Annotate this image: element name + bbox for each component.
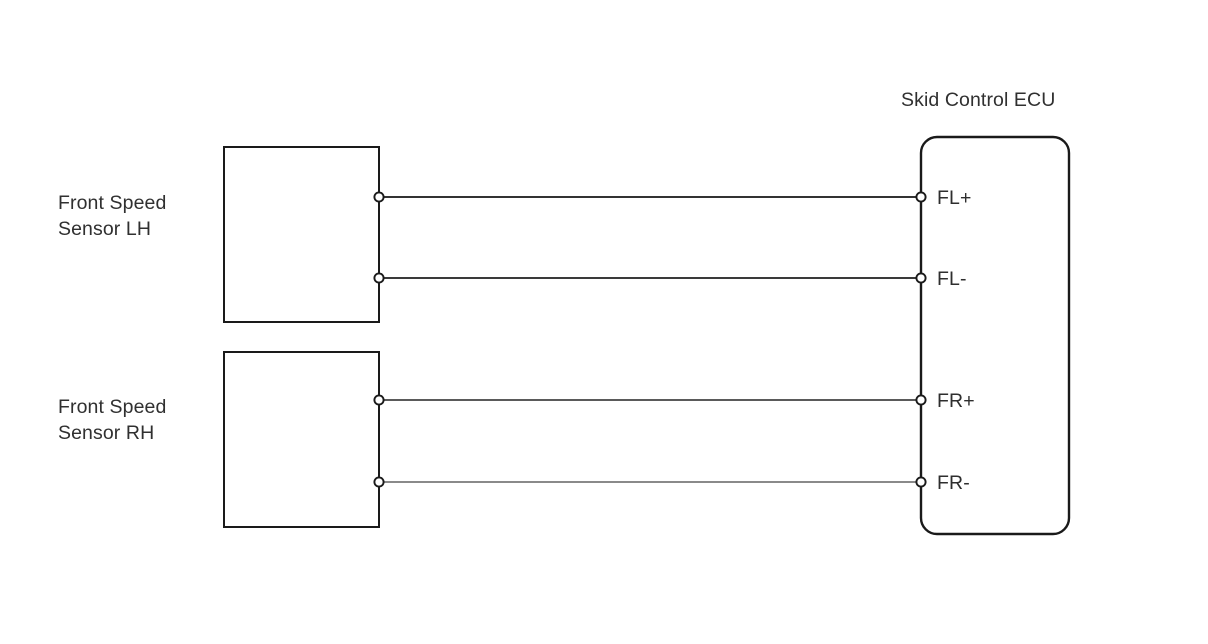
skid-control-ecu-box[interactable]: [919, 135, 1071, 536]
front-speed-sensor-rh-label-line1: Front Speed: [58, 396, 167, 418]
front-speed-sensor-rh-box[interactable]: [222, 350, 381, 529]
front-speed-sensor-lh-label-line1: Front Speed: [58, 192, 167, 214]
ecu-terminal-node-fl-minus[interactable]: [915, 272, 927, 284]
front-speed-sensor-rh-label-line2: Sensor RH: [58, 422, 155, 444]
rh-negative-terminal-node[interactable]: [373, 476, 385, 488]
rh-positive-terminal-node[interactable]: [373, 394, 385, 406]
front-speed-sensor-lh-label-line2: Sensor LH: [58, 218, 152, 240]
ecu-terminal-label-fr-plus: FR+: [937, 390, 975, 412]
ecu-terminal-node-fr-minus[interactable]: [915, 476, 927, 488]
lh-positive-terminal-node[interactable]: [373, 191, 385, 203]
skid-control-ecu-title: Skid Control ECU: [901, 89, 1056, 111]
front-speed-sensor-lh-box[interactable]: [222, 145, 381, 324]
lh-negative-terminal-node[interactable]: [373, 272, 385, 284]
ecu-terminal-label-fr-minus: FR-: [937, 472, 970, 494]
ecu-terminal-label-fl-minus: FL-: [937, 268, 967, 290]
ecu-terminal-node-fl-plus[interactable]: [915, 191, 927, 203]
ecu-terminal-node-fr-plus[interactable]: [915, 394, 927, 406]
ecu-terminal-label-fl-plus: FL+: [937, 187, 972, 209]
